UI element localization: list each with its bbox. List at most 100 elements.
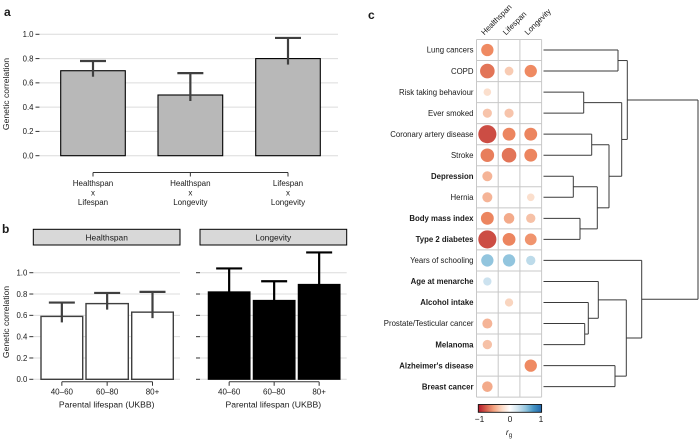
correlation-dot xyxy=(524,127,538,141)
correlation-dot xyxy=(526,213,536,224)
category-label: 40–60 xyxy=(218,388,241,397)
y-axis-tick-label: 0.2 xyxy=(23,127,34,136)
trait-row-label: Prostate/Testicular cancer xyxy=(384,319,474,328)
correlation-dot xyxy=(524,233,537,246)
correlation-dot xyxy=(478,125,497,144)
category-label: Lifespan xyxy=(78,198,108,207)
correlation-dot xyxy=(481,43,494,57)
panel-b-left-x-axis-title: Parental lifespan (UKBB) xyxy=(59,400,155,410)
panel-a-plot: 0.00.20.40.60.81.0HealthspanxLifespanHea… xyxy=(23,30,338,207)
bar xyxy=(207,291,251,380)
trait-row-label: Alcohol intake xyxy=(420,298,474,307)
correlation-dot xyxy=(482,318,493,329)
bar xyxy=(297,283,341,380)
strip-longevity-label: Longevity xyxy=(255,233,292,243)
correlation-dot xyxy=(483,277,492,286)
correlation-dot xyxy=(481,254,494,267)
y-axis-tick-label: 0.4 xyxy=(23,103,35,112)
panel-b-letter: b xyxy=(2,222,9,236)
correlation-dot xyxy=(504,108,514,118)
trait-row-label: Ever smoked xyxy=(428,109,474,118)
correlation-dot xyxy=(502,254,516,267)
correlation-dot xyxy=(504,66,514,76)
category-label: Longevity xyxy=(271,198,305,207)
category-label: x xyxy=(188,188,192,197)
colorbar-tick-max: 1 xyxy=(539,414,544,424)
correlation-dot xyxy=(504,298,514,307)
panel-a-letter: a xyxy=(4,5,11,19)
trait-row-label: Breast cancer xyxy=(422,382,474,391)
colorbar-tick-mid: 0 xyxy=(508,414,513,424)
panel-b-right-x-axis-title: Parental lifespan (UKBB) xyxy=(226,400,322,410)
y-axis-tick-label: 0.8 xyxy=(16,290,27,299)
trait-row-label: Hernia xyxy=(451,193,475,202)
correlation-dot xyxy=(480,211,494,225)
panel-c-letter: c xyxy=(368,8,375,22)
y-axis-tick-label: 0.0 xyxy=(23,152,35,161)
category-label: x xyxy=(286,188,290,197)
colorbar-title-sub: g xyxy=(509,432,513,439)
panel-b-y-axis-title: Genetic correlation xyxy=(1,286,11,358)
trait-row-label: Coronary artery disease xyxy=(390,130,473,139)
trait-row-label: Alzheimer's disease xyxy=(399,361,474,370)
correlation-dot xyxy=(482,192,493,203)
trait-row-label: Stroke xyxy=(451,151,474,160)
y-axis-tick-label: 0.8 xyxy=(23,54,34,63)
correlation-dot xyxy=(524,359,537,372)
correlation-dot xyxy=(524,148,538,162)
y-axis-tick-label: 1.0 xyxy=(23,30,35,39)
category-label: Healthspan xyxy=(170,179,210,188)
category-label: 80+ xyxy=(312,388,326,397)
y-axis-tick-label: 1.0 xyxy=(16,269,28,278)
trait-row-label: Lung cancers xyxy=(427,46,474,55)
trait-row-label: Body mass index xyxy=(409,214,474,223)
correlation-dot xyxy=(480,148,495,162)
trait-row-label: Age at menarche xyxy=(411,277,474,286)
category-label: Longevity xyxy=(173,198,207,207)
correlation-dot xyxy=(483,88,492,96)
category-label: 40–60 xyxy=(51,388,74,397)
category-label: 60–80 xyxy=(96,388,119,397)
bar xyxy=(85,302,129,381)
category-label: x xyxy=(91,188,95,197)
correlation-dot xyxy=(482,108,492,118)
category-label: 80+ xyxy=(146,388,160,397)
correlation-dot xyxy=(478,230,497,249)
y-axis-tick-label: 0.0 xyxy=(16,375,28,384)
trait-row-label: Years of schooling xyxy=(410,256,473,265)
colorbar-tick-min: −1 xyxy=(475,414,485,424)
strip-longevity xyxy=(199,228,348,246)
correlation-dot xyxy=(480,63,495,79)
correlation-dot xyxy=(502,232,516,246)
correlation-dot xyxy=(526,255,536,266)
bar xyxy=(130,311,174,380)
trait-row-label: Melanoma xyxy=(435,340,474,349)
correlation-dot xyxy=(524,64,537,78)
bar xyxy=(252,299,296,380)
trait-row-label: Depression xyxy=(431,172,474,181)
colorbar-title-r: r xyxy=(506,427,510,437)
correlation-dot xyxy=(482,171,493,182)
trait-row-label: Type 2 diabetes xyxy=(416,235,475,244)
correlation-dot xyxy=(482,381,493,392)
bar xyxy=(255,58,321,157)
panel-a-y-axis-title: Genetic correlation xyxy=(1,58,11,130)
category-label: Lifespan xyxy=(273,179,303,188)
panel-b-plots: 0.0 0.2 0.4 0.6 0.8 1.0 40–60 60–80 80+ 40–60 60–8… xyxy=(16,251,347,397)
colorbar-title: rg xyxy=(506,427,513,439)
y-axis-tick-label: 0.4 xyxy=(16,332,28,341)
bar xyxy=(40,315,84,381)
correlation-dot xyxy=(503,213,515,224)
correlation-dot xyxy=(526,193,535,202)
bar xyxy=(157,94,224,157)
correlation-dot xyxy=(502,127,516,141)
trait-row-label: Risk taking behaviour xyxy=(399,88,474,97)
y-axis-tick-label: 0.6 xyxy=(16,311,27,320)
correlation-dot xyxy=(501,147,517,163)
y-axis-tick-label: 0.2 xyxy=(16,354,27,363)
category-label: 60–80 xyxy=(263,388,286,397)
bar xyxy=(60,70,126,157)
category-label: Healthspan xyxy=(73,179,113,188)
